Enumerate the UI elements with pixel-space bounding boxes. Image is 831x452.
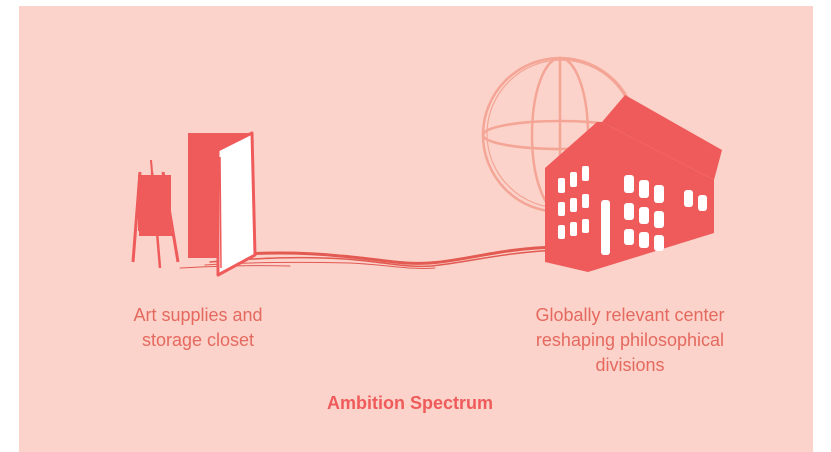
building-icon <box>545 95 722 272</box>
left-label-line: storage closet <box>141 330 255 350</box>
right-end-label: Globally relevant center reshaping philo… <box>490 303 770 378</box>
open-door-icon <box>188 131 257 277</box>
left-label-line: Art supplies and <box>133 305 263 325</box>
spectrum-title: Ambition Spectrum <box>326 393 493 413</box>
left-end-label: Art supplies and storage closet <box>98 303 298 353</box>
right-label-line: divisions <box>595 355 665 375</box>
right-label-line: reshaping philosophical <box>535 330 725 350</box>
right-label-line: Globally relevant center <box>535 305 725 325</box>
easel-icon <box>131 159 180 269</box>
